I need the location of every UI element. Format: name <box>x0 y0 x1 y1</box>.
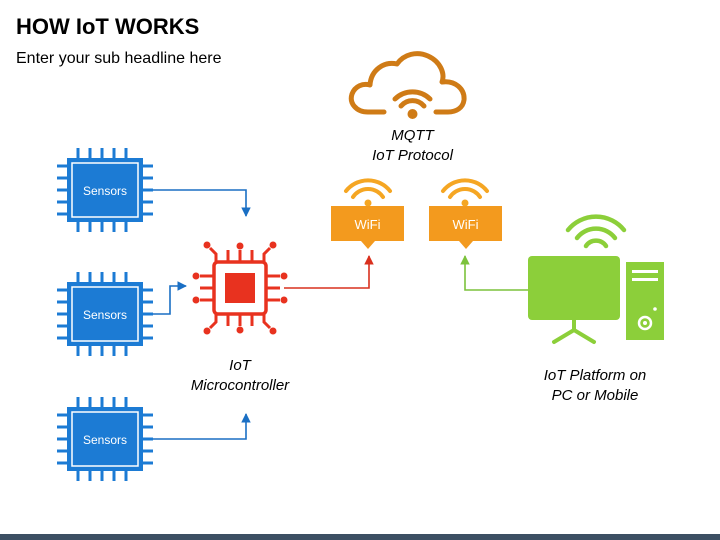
sensor-chip-2 <box>57 272 153 356</box>
wifi-label-left: WiFi <box>355 217 381 232</box>
microcontroller-label-line1: IoT <box>229 357 251 374</box>
cloud-wifi-icon <box>348 51 467 119</box>
arrow-sensor3-to-mcu <box>153 413 251 440</box>
platform-label: IoT Platform on PC or Mobile <box>525 366 665 406</box>
cloud-label-line1: MQTT <box>391 127 434 144</box>
microcontroller-chip-icon <box>192 241 288 335</box>
sensor-label-2: Sensors <box>83 308 127 322</box>
arrow-platform-to-wifi <box>460 255 528 291</box>
footer-bar <box>0 534 720 540</box>
sensor-chip-1 <box>57 148 153 232</box>
pc-platform-icon <box>528 214 664 344</box>
wifi-signal-icon-right <box>441 178 489 207</box>
cloud-label-line2: IoT Protocol <box>372 147 453 164</box>
platform-label-line2: PC or Mobile <box>551 387 639 404</box>
wifi-signal-icon-left <box>344 178 392 207</box>
arrow-sensor1-to-mcu <box>153 189 251 217</box>
arrow-sensor2-to-mcu <box>153 281 187 315</box>
arrow-mcu-to-wifi <box>284 255 374 289</box>
page-subtitle: Enter your sub headline here <box>16 50 222 67</box>
cloud-label: MQTT IoT Protocol <box>350 126 475 166</box>
sensor-label-1: Sensors <box>83 184 127 198</box>
sensor-label-3: Sensors <box>83 433 127 447</box>
wifi-badge-left <box>331 206 404 249</box>
microcontroller-label-line2: Microcontroller <box>190 377 290 394</box>
platform-label-line1: IoT Platform on <box>543 367 647 384</box>
wifi-label-right: WiFi <box>453 217 479 232</box>
wifi-badge-right <box>429 206 502 249</box>
page-title: HOW IoT WORKS <box>16 14 200 39</box>
sensor-chip-3 <box>57 397 153 481</box>
microcontroller-label: IoT Microcontroller <box>170 356 310 396</box>
